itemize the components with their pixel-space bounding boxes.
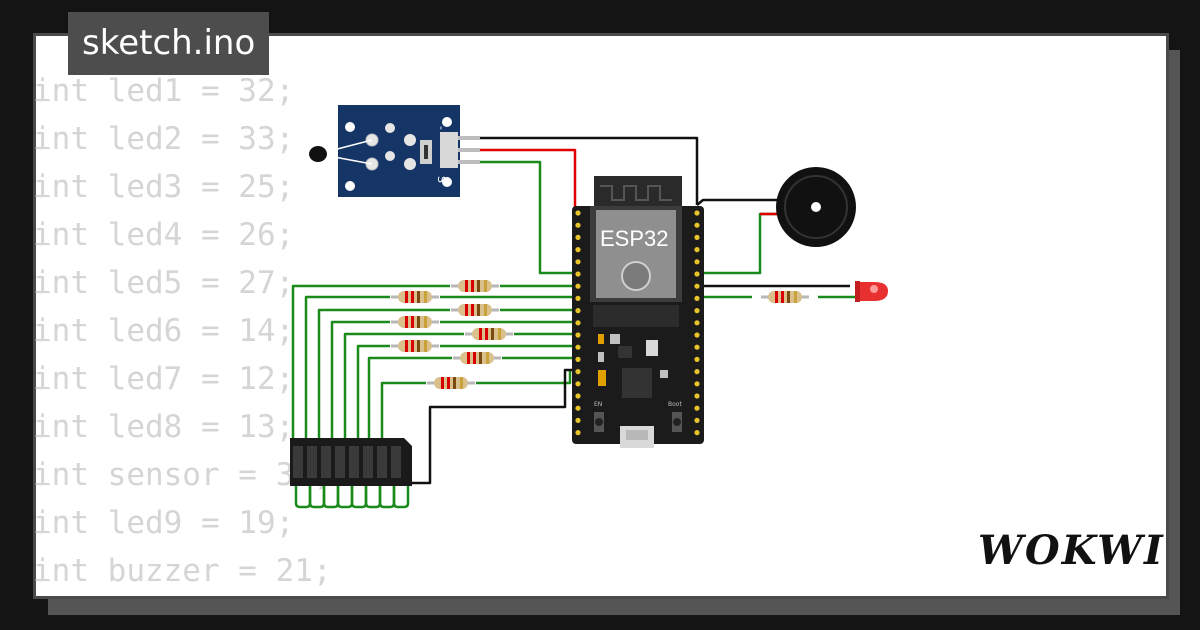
- esp32-pin[interactable]: [575, 308, 581, 314]
- esp32-pin[interactable]: [694, 283, 700, 289]
- esp32-pin[interactable]: [694, 295, 700, 301]
- esp32-pin[interactable]: [694, 234, 700, 240]
- esp32-pin[interactable]: [694, 369, 700, 375]
- esp32-pin[interactable]: [694, 247, 700, 253]
- sensor-header: [440, 132, 480, 168]
- esp32-pin[interactable]: [575, 381, 581, 387]
- esp32-pin[interactable]: [694, 259, 700, 265]
- esp32-pin[interactable]: [694, 332, 700, 338]
- sensor-signal-label: S: [435, 176, 448, 183]
- resistor-icon[interactable]: [449, 302, 501, 318]
- esp32-pin[interactable]: [694, 381, 700, 387]
- code-line: int led3 = 25;: [33, 169, 295, 205]
- resistor-icon[interactable]: [425, 375, 477, 391]
- esp32-pin[interactable]: [694, 320, 700, 326]
- led-bar-graph[interactable]: [290, 438, 412, 486]
- resistor-icon[interactable]: [449, 278, 501, 294]
- esp32-pin[interactable]: [575, 283, 581, 289]
- esp32-pin[interactable]: [575, 356, 581, 362]
- esp32-pin[interactable]: [575, 234, 581, 240]
- esp32-pin[interactable]: [694, 417, 700, 423]
- code-line: int led2 = 33;: [33, 121, 295, 157]
- esp32-pin[interactable]: [575, 405, 581, 411]
- sensor-minus-label: -: [435, 126, 448, 130]
- esp32-pin[interactable]: [575, 332, 581, 338]
- code-line: int led1 = 32;: [33, 73, 295, 109]
- sketch-filename-tab[interactable]: sketch.ino: [68, 12, 270, 75]
- resistor-icon[interactable]: [389, 289, 441, 305]
- esp32-pin[interactable]: [575, 247, 581, 253]
- code-line: int led6 = 14;: [33, 313, 295, 349]
- resistor-icon[interactable]: [759, 289, 811, 305]
- esp32-pin[interactable]: [575, 259, 581, 265]
- boot-button-label: Boot: [668, 401, 682, 408]
- esp32-pin[interactable]: [575, 344, 581, 350]
- thermistor-icon: [309, 139, 373, 165]
- esp32-pin[interactable]: [694, 356, 700, 362]
- en-button-label: EN: [594, 401, 602, 408]
- esp32-pin[interactable]: [575, 295, 581, 301]
- esp32-pin[interactable]: [694, 344, 700, 350]
- esp32-board[interactable]: ESP32 EN Boot: [572, 176, 704, 448]
- resistor-icon[interactable]: [463, 326, 515, 342]
- esp32-pin[interactable]: [694, 393, 700, 399]
- resistor-icon[interactable]: [389, 338, 441, 354]
- esp32-pin[interactable]: [694, 210, 700, 216]
- red-led-icon[interactable]: [855, 281, 888, 302]
- code-line: int led9 = 19;: [33, 505, 295, 541]
- esp32-pin[interactable]: [694, 405, 700, 411]
- code-background: int led1 = 32; int led2 = 33; int led3 = 2…: [33, 67, 332, 595]
- esp32-pin[interactable]: [694, 222, 700, 228]
- esp32-pin[interactable]: [575, 393, 581, 399]
- code-line: int led5 = 27;: [33, 265, 295, 301]
- wokwi-logo: WOKWI: [978, 527, 1165, 574]
- esp32-pin[interactable]: [575, 210, 581, 216]
- esp32-pin[interactable]: [575, 369, 581, 375]
- esp32-pin[interactable]: [694, 308, 700, 314]
- esp32-pin[interactable]: [575, 417, 581, 423]
- resistor-icon[interactable]: [451, 350, 503, 366]
- esp32-label: ESP32: [600, 226, 669, 251]
- esp32-pin[interactable]: [694, 430, 700, 436]
- code-line: int led4 = 26;: [33, 217, 295, 253]
- resistor-icon[interactable]: [389, 314, 441, 330]
- buzzer-icon[interactable]: [776, 167, 856, 247]
- esp32-pin[interactable]: [575, 271, 581, 277]
- esp32-pin[interactable]: [575, 430, 581, 436]
- code-line: int buzzer = 21;: [33, 553, 332, 589]
- code-line: int led8 = 13;: [33, 409, 295, 445]
- wires: [291, 136, 856, 509]
- esp32-pin[interactable]: [575, 222, 581, 228]
- esp32-pin[interactable]: [694, 271, 700, 277]
- esp32-pin-headers: [575, 210, 700, 436]
- esp32-pin[interactable]: [575, 320, 581, 326]
- code-line: int led7 = 12;: [33, 361, 295, 397]
